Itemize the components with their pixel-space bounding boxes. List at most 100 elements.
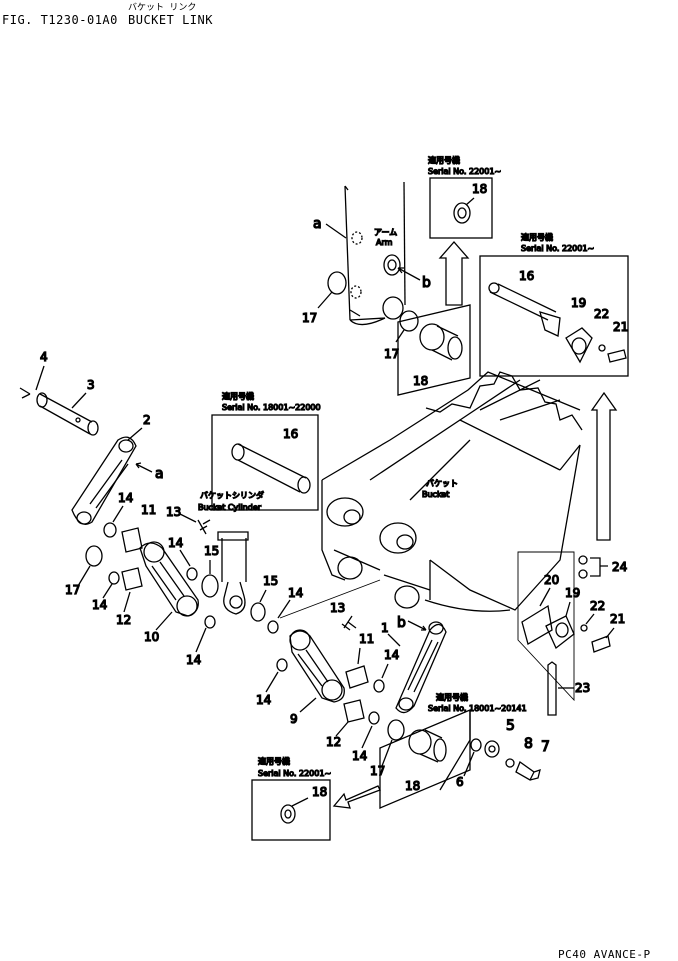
part-15-label-b: 15 xyxy=(263,574,278,588)
serial-top-no: Serial No. 22001~ xyxy=(428,167,501,176)
seal-14-d xyxy=(204,615,216,629)
serial-left-no: Serial No. 18001~22000 xyxy=(222,403,321,412)
part-14-label-d: 14 xyxy=(186,653,201,667)
part-14-label-b: 14 xyxy=(92,598,107,612)
part-10-label: 10 xyxy=(144,630,159,644)
part-3-label: 3 xyxy=(87,378,95,392)
part-22-label-tr: 22 xyxy=(594,307,609,321)
part-14-label-a: 14 xyxy=(118,491,133,505)
part-14-label-h: 14 xyxy=(352,749,367,763)
bracket-24 xyxy=(590,557,608,577)
letter-a-mid: a xyxy=(155,466,164,482)
arrow-b-top xyxy=(397,267,421,281)
serial-left-jp: 適用号機 xyxy=(222,391,254,401)
seal-14-b xyxy=(108,571,120,585)
serial-box-bottom xyxy=(251,779,331,841)
bushing-11-b xyxy=(345,665,369,689)
part-11-label-a: 11 xyxy=(141,503,156,517)
part-14-label-f: 14 xyxy=(256,693,271,707)
figure-number: FIG. T1230-01A0 xyxy=(2,13,118,27)
grease-fitting-13-b xyxy=(341,615,357,631)
arm-drawing xyxy=(344,181,406,326)
part-18-label-bushing: 18 xyxy=(413,374,428,388)
shim-6 xyxy=(470,738,482,752)
part-23-label: 23 xyxy=(575,681,590,695)
part-18-label-top: 18 xyxy=(472,182,487,196)
part-5-label: 5 xyxy=(506,718,515,734)
seal-14-f xyxy=(276,658,288,672)
seal-14-h xyxy=(368,711,380,725)
serial-bottom-no: Serial No. 22001~ xyxy=(258,769,331,778)
grease-fitting-13-a xyxy=(197,519,211,535)
footer-model: PC40 AVANCE-P xyxy=(558,948,651,961)
arrow-to-serial-top-right xyxy=(590,391,618,541)
retainer-group-right xyxy=(521,555,611,716)
bushing-18-box xyxy=(397,304,471,396)
link-2 xyxy=(71,436,137,525)
serial-mid-no: Serial No. 18001~20141 xyxy=(428,704,527,713)
shim-15-b xyxy=(250,602,266,622)
serial-mid-jp: 適用号機 xyxy=(436,692,468,702)
part-9-label: 9 xyxy=(290,712,298,726)
arrow-b-mid xyxy=(407,620,427,631)
part-8-label: 8 xyxy=(524,736,533,752)
bushing-11-a xyxy=(121,527,143,553)
part-11-label-b: 11 xyxy=(359,632,374,646)
arrow-a-top xyxy=(325,223,347,239)
serial-box-left xyxy=(211,414,319,511)
serial-topright-no: Serial No. 22001~ xyxy=(521,244,594,253)
cylinder-label-jp: バケットシリンダ xyxy=(200,490,264,500)
cylinder-label-en: Bucket Cylinder xyxy=(198,503,262,512)
part-17-label-a: 17 xyxy=(302,311,317,325)
bucket-label-jp: バケット xyxy=(426,479,458,488)
seal-14-g xyxy=(373,679,385,693)
bushing-12-a xyxy=(121,567,143,591)
part-12-label-a: 12 xyxy=(116,613,131,627)
letter-b-mid: b xyxy=(397,615,406,631)
part-16-label-tr: 16 xyxy=(519,269,534,283)
arrow-to-serial-top xyxy=(438,241,470,306)
part-19-label-r: 19 xyxy=(565,586,580,600)
serial-bottom-jp: 適用号機 xyxy=(258,756,290,766)
part-18-label-bushing-b: 18 xyxy=(405,779,420,793)
o-ring-17-c xyxy=(85,545,103,567)
part-13-label-b: 13 xyxy=(330,601,345,615)
part-17-label-c: 17 xyxy=(65,583,80,597)
bolt-7 xyxy=(515,760,541,781)
serial-box-top-right xyxy=(479,255,629,377)
part-22-label-r: 22 xyxy=(590,599,605,613)
letter-b-top: b xyxy=(422,275,431,291)
link-1 xyxy=(395,621,447,714)
part-14-label-c: 14 xyxy=(168,536,183,550)
bucket-label-en: Bucket xyxy=(422,490,449,499)
link-9 xyxy=(289,629,345,703)
link-10 xyxy=(139,541,199,617)
part-15-label-a: 15 xyxy=(204,544,219,558)
seal-14-e xyxy=(267,620,279,634)
plate-5 xyxy=(484,740,500,758)
seal-14-c xyxy=(186,567,198,581)
letter-a-top: a xyxy=(313,216,322,232)
title-japanese: バケット リンク xyxy=(128,3,197,13)
o-ring-17-upper xyxy=(327,271,347,295)
arm-label-jp: アーム xyxy=(374,228,397,237)
arrow-a-mid xyxy=(135,462,153,473)
part-17-label-d: 17 xyxy=(370,764,385,778)
part-20-label: 20 xyxy=(544,573,559,587)
part-7-label: 7 xyxy=(541,739,550,755)
serial-top-jp: 適用号機 xyxy=(428,155,460,165)
part-6-label: 6 xyxy=(456,775,464,789)
part-19-label-tr: 19 xyxy=(571,296,586,310)
bucket-drawing xyxy=(321,371,583,612)
bucket-cylinder xyxy=(217,531,249,615)
part-12-label-b: 12 xyxy=(326,735,341,749)
part-16-label-left: 16 xyxy=(283,427,298,441)
part-14-label-e: 14 xyxy=(288,586,303,600)
arm-label-en: Arm xyxy=(376,238,393,247)
shim-15-a xyxy=(201,574,219,598)
part-13-label-a: 13 xyxy=(166,505,181,519)
arrow-to-serial-bottom xyxy=(332,785,381,809)
part-2-label: 2 xyxy=(143,413,151,427)
bushing-18-box-bottom xyxy=(379,709,471,809)
